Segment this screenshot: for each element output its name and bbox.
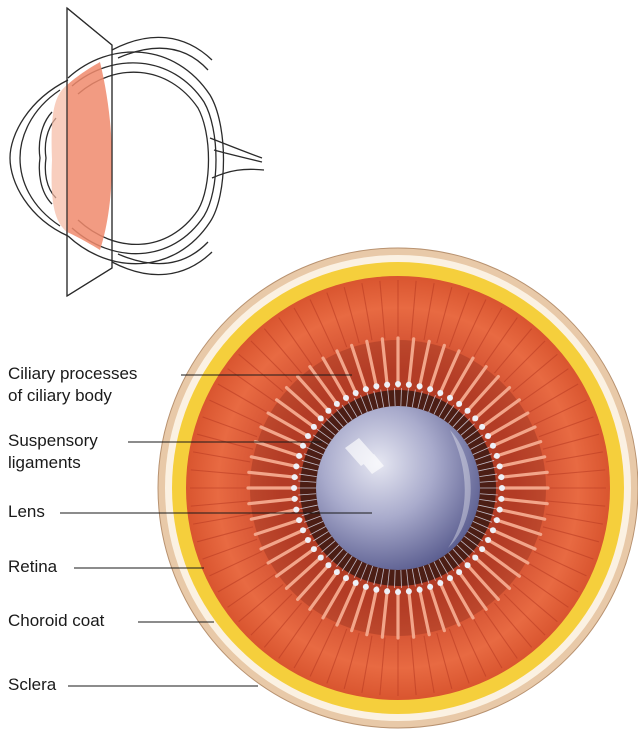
ciliary-process-tip (384, 382, 390, 388)
ciliary-process-tip (373, 383, 379, 389)
ciliary-process-tip (465, 562, 471, 568)
ciliary-process-tip (498, 474, 504, 480)
coronal-view (158, 248, 638, 728)
ciliary-process-tip (305, 537, 311, 543)
ciliary-process-tip (465, 408, 471, 414)
ciliary-process-tip (300, 443, 306, 449)
ciliary-process-tip (490, 527, 496, 533)
ciliary-process-tip (296, 517, 302, 523)
ciliary-process-tip (472, 555, 478, 561)
label-ciliary-processes-1: Ciliary processes (8, 363, 137, 384)
label-sclera: Sclera (8, 674, 56, 695)
label-suspensory-2: ligaments (8, 452, 81, 473)
ciliary-process-tip (485, 537, 491, 543)
label-ciliary-processes-2: of ciliary body (8, 385, 112, 406)
ciliary-process-tip (363, 584, 369, 590)
ciliary-process-tip (485, 433, 491, 439)
ciliary-process-tip (406, 588, 412, 594)
ciliary-process-tip (479, 546, 485, 552)
ciliary-process-tip (427, 584, 433, 590)
ciliary-process-tip (292, 496, 298, 502)
ciliary-process-tip (472, 415, 478, 421)
ciliary-process-tip (498, 496, 504, 502)
ciliary-process-tip (334, 569, 340, 575)
ciliary-process-tip (318, 415, 324, 421)
ciliary-process-tip (497, 463, 503, 469)
ciliary-process-tip (427, 386, 433, 392)
ciliary-process-tip (318, 555, 324, 561)
label-retina: Retina (8, 556, 57, 577)
label-lens: Lens (8, 501, 45, 522)
eye-side-view (10, 8, 264, 296)
ciliary-process-tip (490, 443, 496, 449)
ciliary-process-tip (296, 453, 302, 459)
ciliary-process-tip (300, 527, 306, 533)
ciliary-process-tip (343, 575, 349, 581)
label-choroid: Choroid coat (8, 610, 104, 631)
section-plane-highlight (67, 62, 112, 250)
ciliary-process-tip (395, 381, 401, 387)
ciliary-process-tip (353, 390, 359, 396)
ciliary-process-tip (499, 485, 505, 491)
ciliary-process-tip (479, 424, 485, 430)
ciliary-process-tip (293, 463, 299, 469)
lens (316, 406, 480, 570)
ciliary-process-tip (456, 569, 462, 575)
ciliary-process-tip (311, 546, 317, 552)
ciliary-process-tip (437, 580, 443, 586)
ciliary-process-tip (363, 386, 369, 392)
ciliary-process-tip (305, 433, 311, 439)
ciliary-process-tip (373, 587, 379, 593)
ciliary-process-tip (395, 589, 401, 595)
ciliary-process-tip (497, 507, 503, 513)
ciliary-process-tip (494, 453, 500, 459)
ciliary-process-tip (325, 408, 331, 414)
ciliary-process-tip (293, 507, 299, 513)
ciliary-process-tip (311, 424, 317, 430)
ciliary-process-tip (343, 395, 349, 401)
ciliary-process-tip (494, 517, 500, 523)
ciliary-process-tip (291, 485, 297, 491)
ciliary-process-tip (417, 587, 423, 593)
ciliary-process-tip (417, 383, 423, 389)
ciliary-process-tip (334, 401, 340, 407)
optic-nerve (210, 138, 264, 178)
ciliary-process-tip (437, 390, 443, 396)
ciliary-process-tip (353, 580, 359, 586)
label-suspensory-1: Suspensory (8, 430, 98, 451)
ciliary-process-tip (456, 401, 462, 407)
ciliary-process-tip (447, 575, 453, 581)
ciliary-process-tip (325, 562, 331, 568)
ciliary-process-tip (292, 474, 298, 480)
ciliary-process-tip (406, 382, 412, 388)
ciliary-process-tip (384, 588, 390, 594)
ciliary-process-tip (447, 395, 453, 401)
